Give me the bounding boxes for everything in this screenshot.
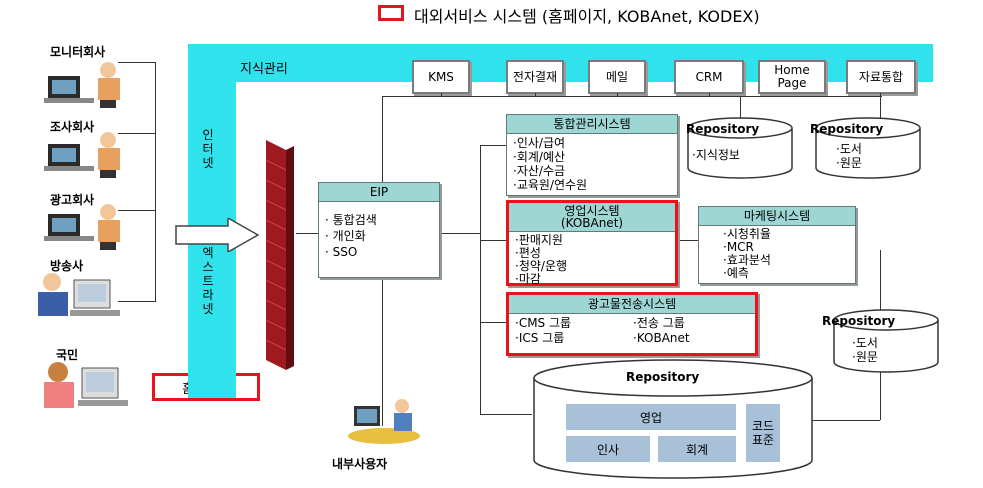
top-bus-line (382, 96, 882, 97)
connector (535, 93, 536, 97)
worker-computer-icon (44, 62, 120, 108)
connector (480, 145, 506, 146)
internet-label: 인터넷 (202, 128, 214, 170)
connector (480, 240, 506, 241)
connector (880, 370, 881, 420)
sales-item: ·편성 (515, 246, 541, 260)
eip-item: · SSO (325, 245, 358, 259)
integrated-management-box: 통합관리시스템 ·인사/급여 ·회계/예산 ·자산/수금 ·교육원/연수원 (506, 114, 678, 196)
repo-accounting-box: 회계 (658, 436, 736, 462)
sales-title: 영업시스템 (564, 204, 620, 218)
connector (617, 93, 618, 97)
integrated-item: ·인사/급여 (513, 136, 566, 150)
sales-item: ·판매지원 (515, 233, 563, 247)
marketing-item: ·효과분석 (723, 253, 771, 267)
repo2-item: ·원문 (836, 156, 862, 170)
repo2-items: ·도서 ·원문 (836, 142, 862, 170)
worker-computer-icon (38, 273, 120, 316)
connector (880, 250, 881, 310)
marketing-item: ·MCR (723, 240, 754, 254)
worker-computer-icon (44, 132, 120, 178)
integrated-item: ·회계/예산 (513, 150, 566, 164)
repo3-item: ·도서 (852, 336, 878, 350)
org-connector-line (118, 62, 156, 63)
arrow-icon (175, 218, 260, 252)
org-connector-line (118, 210, 156, 211)
marketing-item: ·시청취율 (723, 227, 771, 241)
integrated-title: 통합관리시스템 (507, 115, 677, 134)
internal-user-label: 내부사용자 (332, 457, 388, 471)
legend-red-box (378, 5, 404, 21)
marketing-title: 마케팅시스템 (699, 207, 855, 226)
ad-transfer-system-box: 광고물전송시스템 ·CMS 그룹 ·전송 그룹 ·ICS 그룹 ·KOBAnet (506, 292, 758, 356)
marketing-item: ·예측 (723, 266, 749, 280)
org-connector-line (118, 301, 156, 302)
worker-computer-icon (44, 204, 120, 250)
repository-cylinder-knowledge (687, 117, 793, 179)
repository-cylinder-library (815, 117, 921, 179)
crm-box: CRM (674, 60, 744, 94)
connector (740, 96, 741, 118)
org-label-research: 조사회사 (50, 120, 95, 134)
eip-title: EIP (319, 183, 439, 202)
main-bus-line (480, 145, 481, 415)
repo-main-title: Repository (626, 370, 700, 384)
repo3-items: ·도서 ·원문 (852, 336, 878, 364)
knowledge-zone-label: 지식관리 (240, 62, 288, 77)
connector (709, 93, 710, 97)
mail-box: 메일 (588, 60, 646, 94)
legend-text: 대외서비스 시스템 (홈페이지, KOBAnet, KODEX) (414, 7, 760, 26)
org-label-monitor: 모니터회사 (50, 45, 106, 59)
ad-transfer-title: 광고물전송시스템 (509, 295, 755, 314)
connector (440, 233, 480, 234)
connector (480, 322, 506, 323)
org-connector-line (118, 133, 156, 134)
kms-box: KMS (412, 60, 470, 94)
repo-sales-box: 영업 (566, 404, 736, 430)
repo3-item: ·원문 (852, 350, 878, 364)
zone-bottom (188, 368, 236, 398)
data-integration-box: 자료통합 (846, 60, 916, 94)
extranet-label: 엑스트라넷 (202, 246, 214, 316)
connector (880, 93, 881, 118)
org-label-citizen: 국민 (56, 348, 79, 362)
repo1-title: Repository (686, 122, 760, 136)
repository-cylinder-marketing (833, 309, 939, 373)
org-connector-line (155, 62, 156, 302)
internal-user-icon (348, 399, 420, 444)
sales-subtitle: (KOBAnet) (560, 216, 624, 230)
repo2-item: ·도서 (836, 142, 862, 156)
repo-code-box: 코드표준 (746, 404, 780, 462)
ad-transfer-item: ·전송 그룹 (633, 316, 685, 330)
ad-transfer-item: ·CMS 그룹 (515, 316, 572, 330)
eip-item: · 통합검색 (325, 213, 377, 227)
ad-transfer-item: ·KOBAnet (633, 331, 690, 345)
sales-system-box: 영업시스템 (KOBAnet) ·판매지원 ·편성 ·청약/운행 ·마감 (506, 200, 678, 286)
eip-box: EIP · 통합검색 · 개인화 · SSO (318, 182, 440, 278)
citizen-computer-icon (44, 362, 128, 408)
org-label-broadcast: 방송사 (50, 259, 84, 273)
firewall-icon (265, 140, 294, 370)
homepage-top-box: Home Page (758, 60, 826, 94)
ad-transfer-item: ·ICS 그룹 (515, 331, 565, 345)
sales-item: ·마감 (515, 272, 541, 286)
repo-hr-box: 인사 (566, 436, 650, 462)
marketing-system-box: 마케팅시스템 ·시청취율 ·MCR ·효과분석 ·예측 (698, 206, 856, 284)
org-label-ad: 광고회사 (50, 193, 95, 207)
eip-item: · 개인화 (325, 229, 366, 243)
internet-extranet-zone (188, 44, 236, 369)
connector (808, 420, 880, 421)
connector (678, 240, 698, 241)
integrated-item: ·교육원/연수원 (513, 178, 588, 192)
connector (480, 414, 532, 415)
repo1-item: ·지식정보 (692, 148, 740, 162)
repo3-title: Repository (822, 314, 896, 328)
connector (296, 233, 318, 234)
sales-item: ·청약/운행 (515, 259, 568, 273)
repo2-title: Repository (810, 122, 884, 136)
approval-box: 전자결재 (506, 60, 564, 94)
connector (441, 93, 442, 97)
integrated-item: ·자산/수금 (513, 164, 566, 178)
